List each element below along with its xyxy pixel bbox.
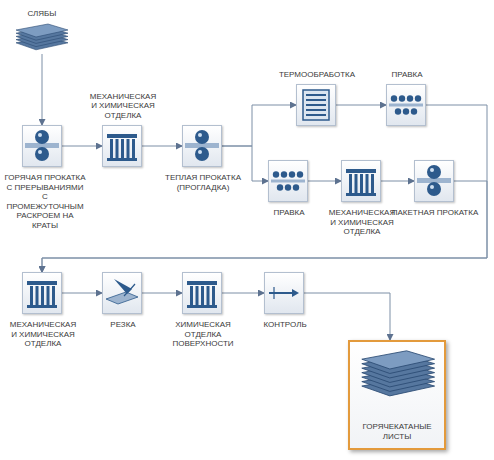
process-box: ГОРЯЧАЯ ПРОКАТКА С ПРЕРЫВАНИЯМИ С ПРОМЕЖ… — [22, 125, 62, 167]
flow-arrow — [222, 105, 296, 146]
flow-arrow — [62, 146, 102, 147]
process-box: ПРАВКА — [386, 84, 426, 126]
flow-arrow — [336, 105, 386, 106]
process-label: ПРАВКА — [377, 70, 437, 80]
process-label: СЛЯБЫ — [12, 9, 72, 19]
process-icon — [414, 160, 454, 202]
process-label: ПАКЕТНАЯ ПРОКАТКА — [390, 208, 480, 218]
process-box: КОНТРОЛЬ — [264, 272, 304, 314]
process-label: ПРАВКА — [259, 208, 319, 218]
process-icon — [22, 125, 62, 167]
process-box: ТЕРМООБРАБОТКА — [296, 84, 336, 126]
flow-arrow — [142, 293, 182, 294]
process-icon — [268, 160, 308, 202]
process-icon — [102, 125, 142, 167]
process-box: РЕЗКА — [102, 272, 142, 314]
process-label: РЕЗКА — [93, 320, 153, 330]
process-icon — [14, 22, 70, 54]
flow-arrow — [42, 105, 487, 272]
process-label: МЕХАНИЧЕСКАЯ И ХИМИЧЕСКАЯ ОТДЕЛКА — [87, 92, 159, 121]
flow-arrow — [142, 146, 182, 147]
process-icon — [296, 84, 336, 126]
product-box: ГОРЯЧЕКАТАНЫЕ ЛИСТЫ — [348, 340, 446, 450]
process-label: МЕХАНИЧЕСКАЯ И ХИМИЧЕСКАЯ ОТДЕЛКА — [7, 320, 79, 349]
process-box: ПРАВКА — [268, 160, 308, 202]
flow-arrow — [42, 54, 43, 125]
flow-arrow — [308, 181, 341, 182]
process-label: ГОРЯЧАЯ ПРОКАТКА С ПРЕРЫВАНИЯМИ С ПРОМЕЖ… — [3, 173, 87, 230]
flow-arrow — [62, 293, 102, 294]
process-label: ТЕРМООБРАБОТКА — [272, 70, 362, 80]
flow-arrow — [381, 181, 414, 182]
process-icon — [182, 125, 222, 167]
process-label: ХИМИЧЕСКАЯ ОТДЕЛКА ПОВЕРХНОСТИ — [167, 320, 239, 349]
process-icon — [359, 348, 439, 420]
flow-arrow — [304, 293, 390, 340]
process-box: ХИМИЧЕСКАЯ ОТДЕЛКА ПОВЕРХНОСТИ — [182, 272, 222, 314]
process-box: ТЕПЛАЯ ПРОКАТКА (ПРОГЛАДКА) — [182, 125, 222, 167]
process-box: МЕХАНИЧЕСКАЯ И ХИМИЧЕСКАЯ ОТДЕЛКА — [341, 160, 381, 202]
process-label: КОНТРОЛЬ — [255, 320, 315, 330]
process-box: МЕХАНИЧЕСКАЯ И ХИМИЧЕСКАЯ ОТДЕЛКА — [102, 125, 142, 167]
process-box: ПАКЕТНАЯ ПРОКАТКА — [414, 160, 454, 202]
process-icon — [341, 160, 381, 202]
process-icon — [102, 272, 142, 314]
process-label: МЕХАНИЧЕСКАЯ И ХИМИЧЕСКАЯ ОТДЕЛКА — [326, 208, 398, 237]
process-icon — [264, 272, 304, 314]
process-icon — [22, 272, 62, 314]
process-icon — [386, 84, 426, 126]
process-label: ГОРЯЧЕКАТАНЫЕ ЛИСТЫ — [350, 422, 444, 441]
process-icon — [182, 272, 222, 314]
flow-arrow — [222, 293, 264, 294]
process-label: ТЕПЛАЯ ПРОКАТКА (ПРОГЛАДКА) — [163, 173, 243, 192]
input-material: СЛЯБЫ — [14, 22, 70, 54]
process-box: МЕХАНИЧЕСКАЯ И ХИМИЧЕСКАЯ ОТДЕЛКА — [22, 272, 62, 314]
